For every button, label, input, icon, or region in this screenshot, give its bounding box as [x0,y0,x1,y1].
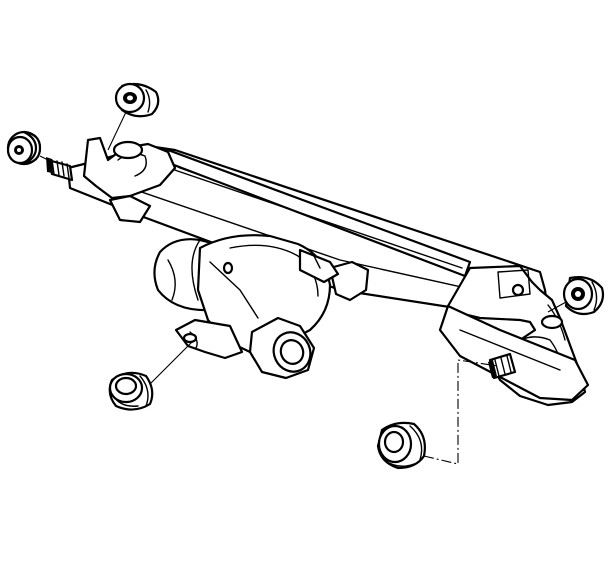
motor-connector [248,316,316,380]
leader-lines [39,111,567,465]
leader-bottom-right [423,359,499,465]
leader-right [547,301,567,313]
grommet-right [562,276,605,316]
leader-bottom-left [149,341,193,385]
grommet-top-center [114,82,160,118]
leader-top-center [107,111,127,151]
grommet-top-left [6,130,42,166]
leader-top-left [39,155,49,161]
grommet-bottom-left [108,371,154,411]
grommet-bottom-right [376,421,426,470]
wiper-motor [153,234,340,360]
wiper-linkage-frame [46,136,590,407]
